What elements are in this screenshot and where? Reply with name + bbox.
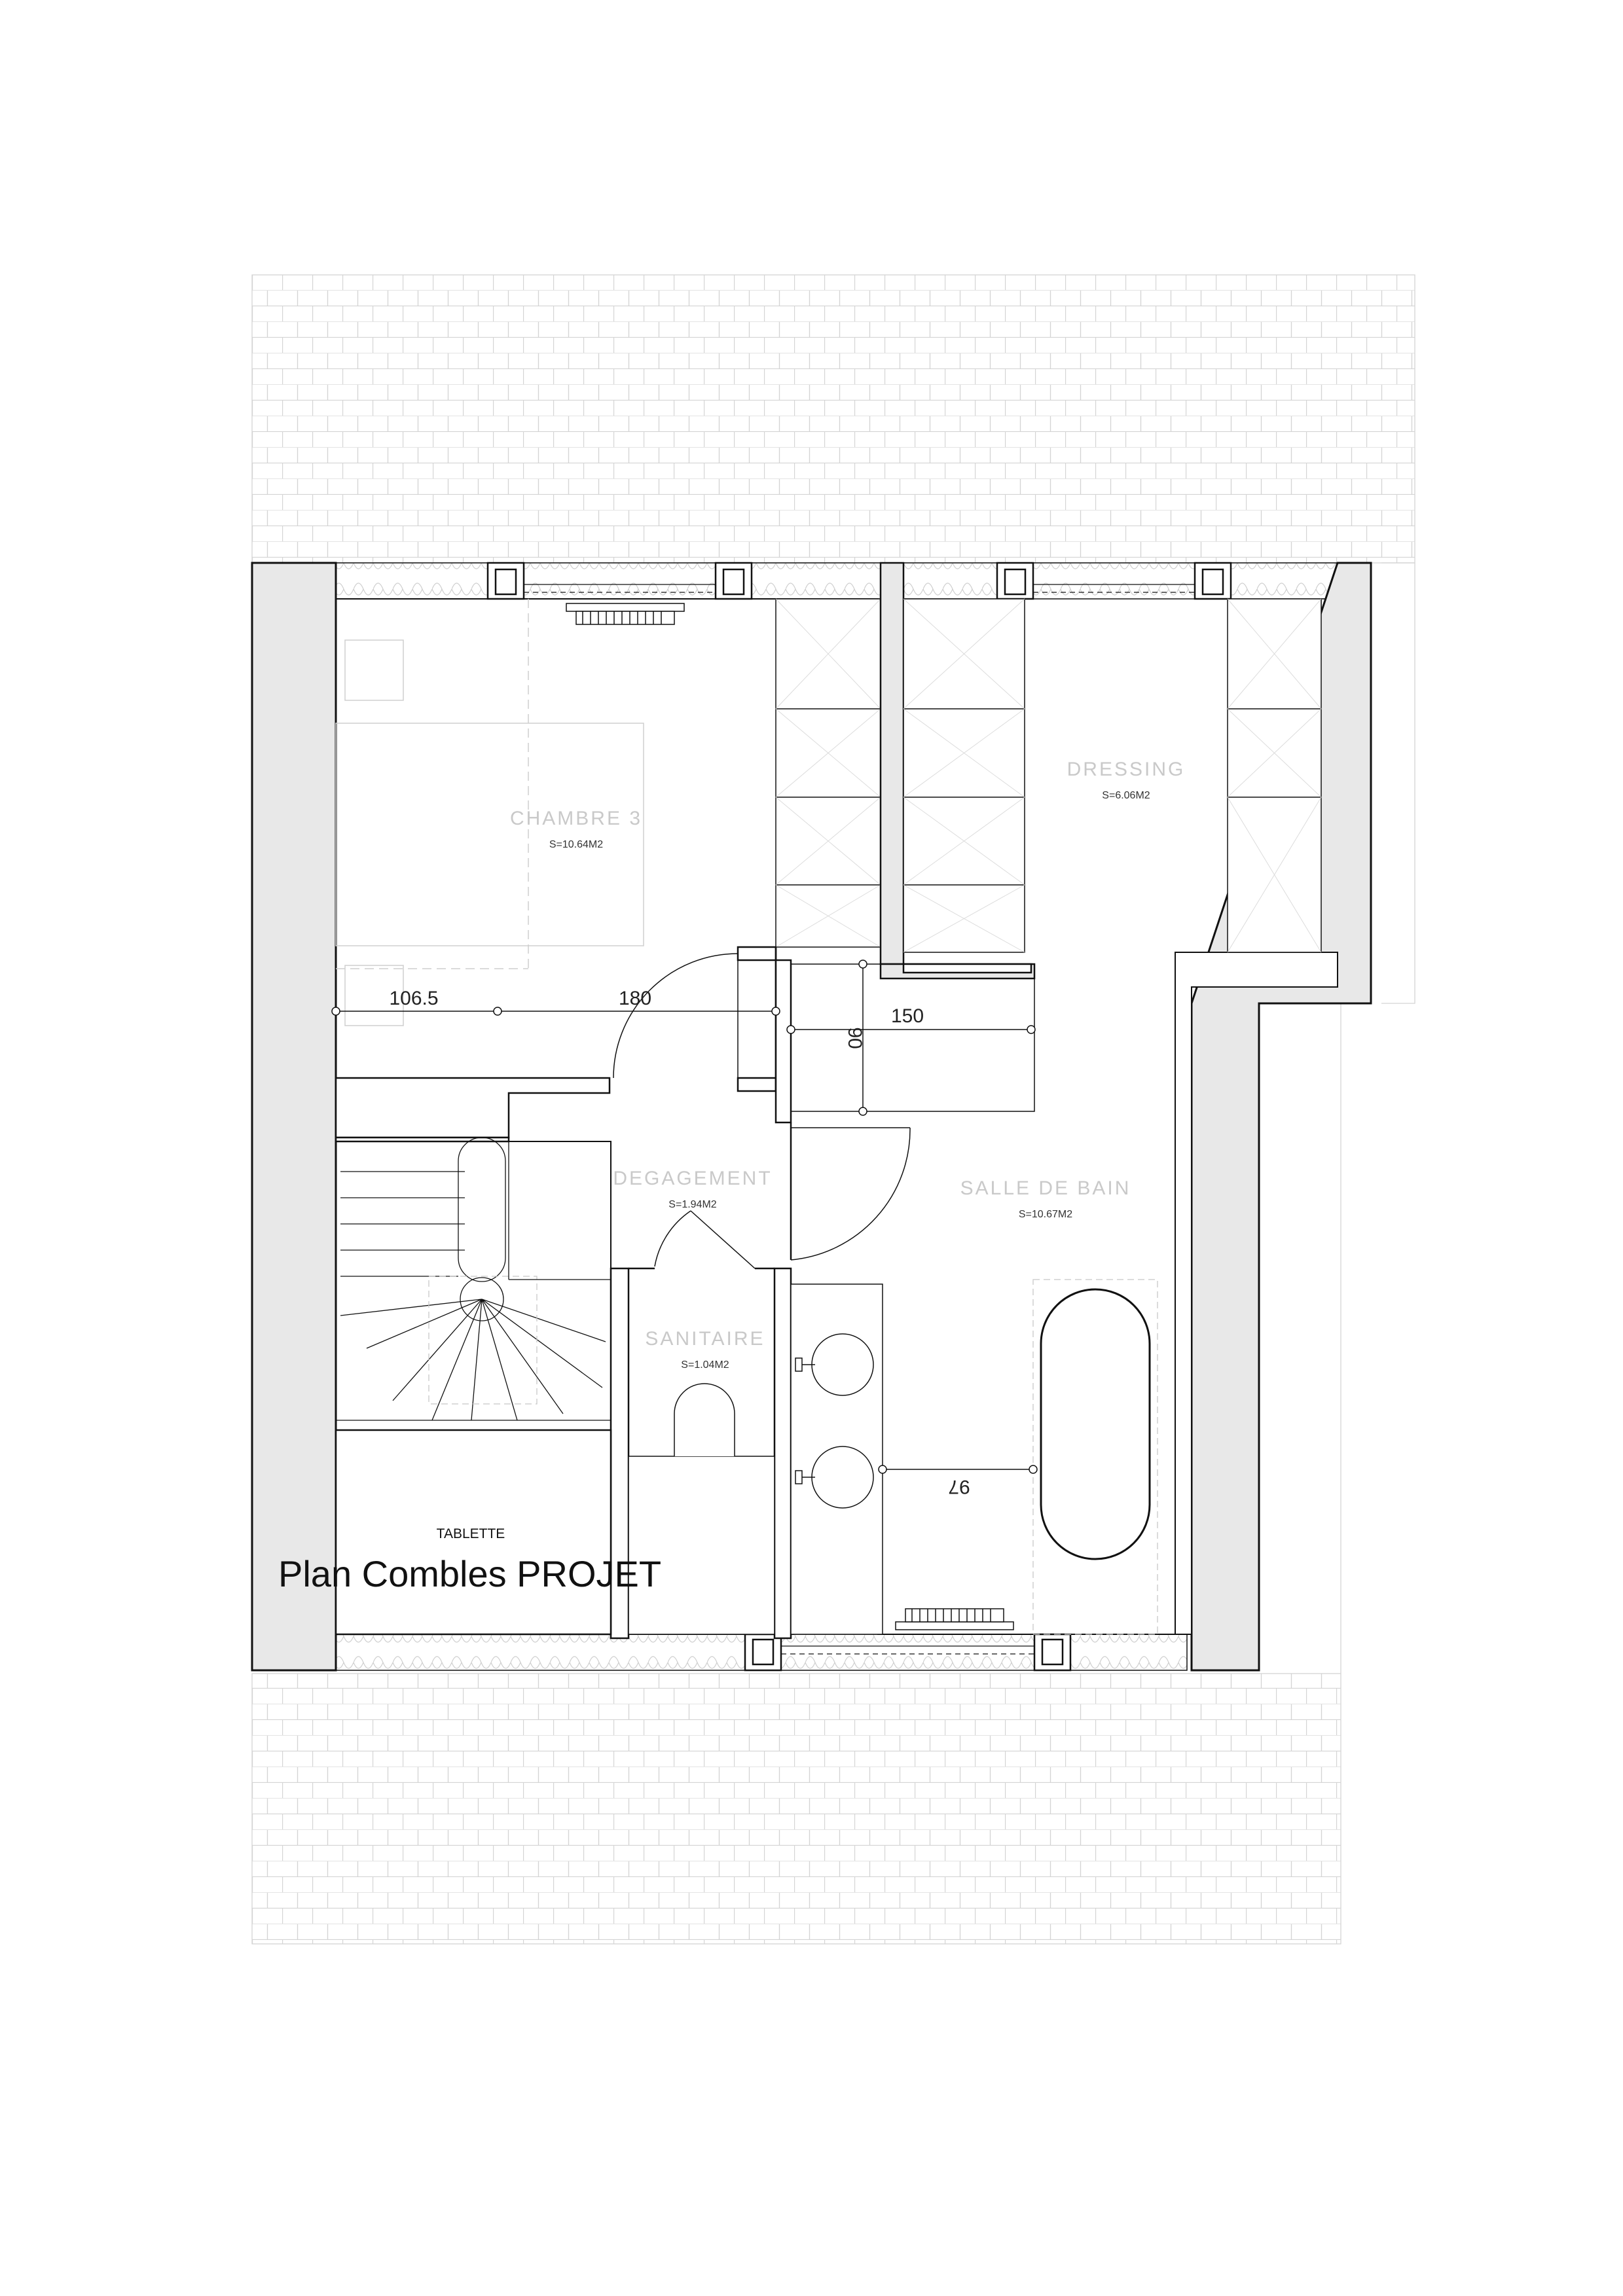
room-labels: CHAMBRE 3 S=10.64M2 DRESSING S=6.06M2 DE… [437,759,1186,1541]
roof-bottom [251,1673,1341,1945]
dim-97: 97 [948,1476,970,1498]
windows-bottom [744,1633,1072,1672]
dimension-lines [331,960,1038,1474]
room-sanitaire-name: SANITAIRE [645,1328,765,1350]
toilet-icon [674,1383,735,1456]
bathtub [1032,1279,1158,1635]
roof-edge-right [1340,562,1415,1674]
room-sanitaire-area: S=1.04M2 [681,1359,729,1371]
plan-title: Plan Combles PROJET [278,1553,662,1594]
dim-90: 90 [844,1027,866,1049]
dim-106-5: 106.5 [389,988,438,1009]
wall-left [251,562,337,1672]
dimension-labels: 106.5 180 150 90 97 [389,988,970,1498]
room-chambre-area: S=10.64M2 [549,839,603,850]
partitions [335,562,1322,1640]
room-dressing-area: S=6.06M2 [1102,790,1150,801]
room-sdb-area: S=10.67M2 [1019,1209,1072,1220]
room-dressing-name: DRESSING [1067,759,1186,780]
room-degagement-name: DEGAGEMENT [613,1168,772,1189]
staircase [335,1137,611,1431]
bed [335,599,644,1026]
room-degagement-area: S=1.94M2 [668,1199,716,1210]
tablette-label: TABLETTE [437,1526,505,1541]
roof-top [251,274,1415,564]
room-chambre-name: CHAMBRE 3 [510,808,642,829]
radiator-top [566,603,685,625]
dim-150: 150 [891,1005,924,1027]
radiator-bottom [895,1608,1014,1630]
windows-top [486,562,1232,600]
doors [613,953,911,1269]
basins [795,1333,874,1509]
dim-180: 180 [619,988,651,1009]
room-sdb-name: SALLE DE BAIN [960,1177,1131,1199]
